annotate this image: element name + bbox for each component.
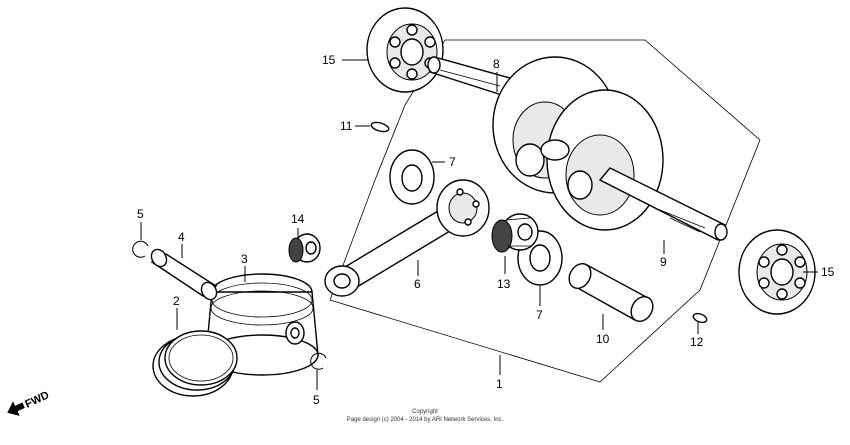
label-part-5-lower: 5 — [313, 393, 320, 407]
label-part-1: 1 — [496, 377, 503, 391]
assembly-boundary — [329, 39, 761, 383]
piston-pin-clip-lower — [310, 352, 327, 370]
label-part-8: 8 — [493, 57, 500, 71]
piston-pin — [150, 248, 218, 301]
fwd-label: FWD — [23, 389, 51, 410]
label-part-15-right: 15 — [821, 265, 835, 279]
label-part-4: 4 — [178, 230, 185, 244]
label-part-9: 9 — [660, 255, 667, 269]
label-part-14: 14 — [291, 212, 305, 226]
thrust-washer-upper — [389, 149, 435, 205]
woodruff-key-11 — [370, 121, 390, 133]
label-part-3: 3 — [241, 252, 248, 266]
woodruff-key-12 — [692, 312, 708, 324]
copyright-line-1: Copyright — [412, 409, 438, 415]
bearing-top — [366, 7, 444, 93]
crank-pin — [568, 262, 654, 323]
crankshaft — [427, 56, 728, 241]
fwd-arrow-icon — [7, 401, 25, 416]
bearing-right — [738, 229, 816, 315]
label-part-15-top: 15 — [322, 53, 336, 67]
piston-rings — [152, 330, 238, 397]
forward-direction-indicator: FWD — [7, 389, 51, 416]
leader-lines — [140, 59, 818, 390]
label-part-5-upper: 5 — [137, 207, 144, 221]
needle-bearing-14 — [288, 233, 321, 263]
label-part-11: 11 — [340, 119, 353, 133]
connecting-rod — [324, 179, 490, 297]
label-part-13: 13 — [497, 277, 511, 291]
label-part-6: 6 — [414, 277, 421, 291]
copyright-line-2: Page design (c) 2004 - 2014 by ARI Netwo… — [347, 417, 504, 423]
piston-pin-clip-upper — [132, 240, 149, 258]
label-part-2: 2 — [173, 294, 180, 308]
label-part-10: 10 — [596, 332, 610, 346]
label-part-12: 12 — [690, 335, 704, 349]
label-part-7-lower: 7 — [536, 308, 543, 322]
label-part-7-upper: 7 — [449, 155, 456, 169]
needle-bearing-13 — [491, 213, 539, 253]
